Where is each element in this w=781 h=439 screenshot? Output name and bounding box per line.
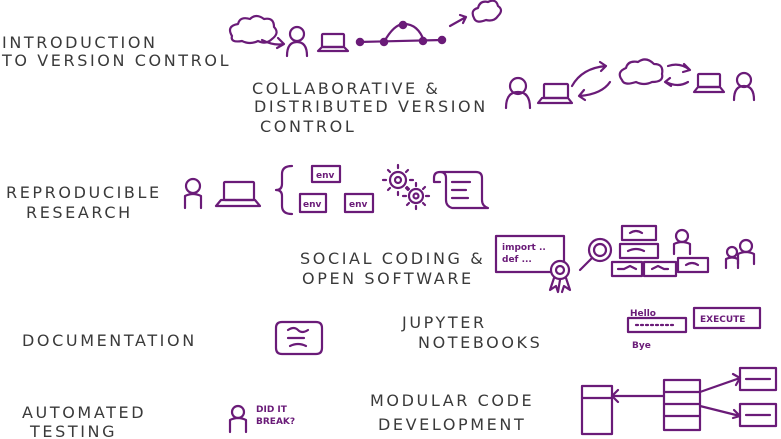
label-reproducible: REPRODUCIBLE RESEARCH [6, 183, 162, 222]
label-collaborative-line2: DISTRIBUTED VERSION [254, 97, 488, 116]
did-it-break-line2: BREAK? [256, 417, 295, 427]
label-jupyter-line2: NOTEBOOKS [418, 333, 542, 352]
laptop-icon [316, 32, 350, 53]
label-version-control: INTRODUCTION TO VERSION CONTROL [1, 33, 231, 70]
execute-label: EXECUTE [700, 315, 745, 325]
gear-icon [401, 181, 431, 211]
bye-text: Bye [632, 341, 651, 351]
person-icon [285, 25, 309, 58]
label-collaborative-line3: CONTROL [260, 117, 356, 136]
label-reproducible-line2: RESEARCH [26, 203, 133, 222]
person-icon [724, 245, 740, 270]
label-modular-line1: MODULAR CODE [370, 391, 534, 410]
label-modular: MODULAR CODE DEVELOPMENT [370, 391, 534, 434]
label-social-coding: SOCIAL CODING & OPEN SOFTWARE [300, 249, 485, 288]
modular-doodle [580, 366, 778, 436]
env-box-icon: env [343, 192, 375, 214]
certificate-text-line1: import .. [502, 243, 546, 253]
label-collaborative: COLLABORATIVE & DISTRIBUTED VERSION CONT… [252, 79, 488, 136]
cloud-icon [228, 14, 278, 45]
person-icon [228, 404, 248, 434]
collaborative-doodle [504, 58, 756, 110]
label-version-control-line2: TO VERSION CONTROL [1, 51, 231, 70]
documentation-doodle [274, 320, 324, 356]
person-icon [183, 177, 203, 210]
certificate-text-line2: def ... [502, 255, 532, 265]
execute-button: EXECUTE [692, 306, 762, 330]
label-modular-line2: DEVELOPMENT [378, 415, 526, 434]
label-reproducible-line1: REPRODUCIBLE [6, 183, 162, 202]
arrow-icon [610, 388, 666, 404]
label-jupyter-line1: JUPYTER [401, 313, 487, 332]
module-box-icon [738, 366, 778, 392]
person-icon [732, 71, 756, 102]
label-documentation-line1: DOCUMENTATION [22, 331, 197, 350]
certificate-icon: import .. def ... [494, 234, 572, 294]
person-icon [672, 228, 692, 256]
label-testing-line1: AUTOMATED [22, 403, 146, 422]
label-collaborative-line1: COLLABORATIVE & [252, 79, 440, 98]
env-label: env [303, 200, 322, 210]
did-it-break-line1: DID IT [256, 405, 288, 415]
person-icon [504, 76, 532, 110]
label-social-coding-line1: SOCIAL CODING & [300, 249, 485, 268]
label-documentation: DOCUMENTATION [22, 331, 197, 350]
scroll-icon [274, 320, 324, 356]
scroll-icon [432, 170, 490, 210]
social-coding-doodle: import .. def ... [494, 224, 756, 294]
gear-icon [381, 163, 415, 197]
stacked-cards-icon [610, 224, 710, 278]
module-box-icon [580, 384, 614, 436]
jupyter-doodle: Hello Bye EXECUTE [626, 306, 762, 351]
cloud-icon [618, 58, 664, 86]
env-label: env [316, 171, 335, 181]
laptop-icon [214, 180, 262, 208]
notebook-cell-icon: Hello Bye [626, 309, 688, 351]
laptop-icon [536, 82, 574, 105]
arrow-icon [448, 13, 468, 28]
arrow-icon [698, 404, 742, 420]
module-box-icon [738, 402, 778, 428]
reproducible-doodle: env env env [183, 163, 490, 216]
hello-text: Hello [630, 309, 656, 319]
commit-graph-icon [355, 20, 447, 47]
env-box-icon: env [310, 164, 342, 184]
label-version-control-line1: INTRODUCTION [2, 33, 158, 52]
env-box-icon: env [298, 192, 328, 214]
magnifier-icon [578, 237, 613, 272]
label-social-coding-line2: OPEN SOFTWARE [302, 269, 474, 288]
arrow-icon [577, 80, 612, 102]
laptop-icon [692, 72, 726, 94]
arrow-icon [260, 36, 286, 50]
arrow-icon [570, 60, 608, 88]
arrow-icon [666, 62, 692, 74]
label-jupyter: JUPYTER NOTEBOOKS [401, 313, 542, 352]
cloud-icon [471, 0, 503, 23]
version-control-doodle [228, 0, 503, 58]
env-label: env [349, 200, 368, 210]
arrow-icon [663, 76, 690, 88]
person-icon [736, 238, 756, 266]
module-box-icon [662, 378, 702, 432]
testing-doodle: DID IT BREAK? [228, 404, 295, 434]
label-testing: AUTOMATED TESTING [22, 403, 146, 439]
label-testing-line2: TESTING [29, 422, 117, 439]
arrow-icon [698, 372, 742, 394]
